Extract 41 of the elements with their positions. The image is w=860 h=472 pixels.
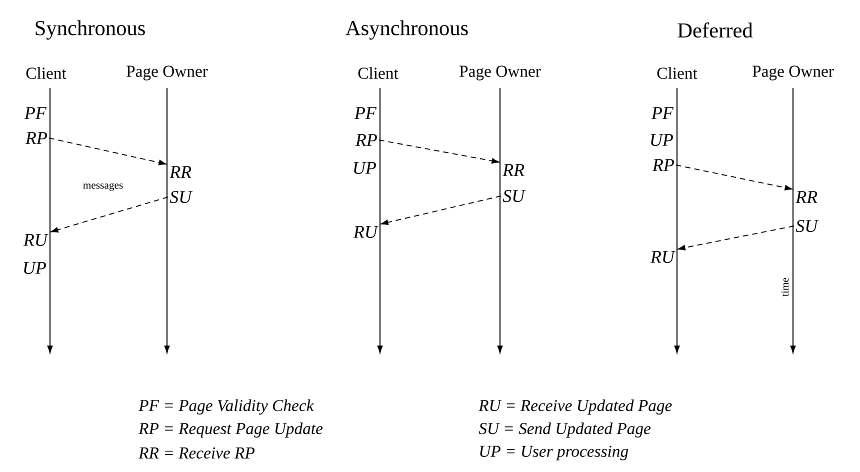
event-label: UP xyxy=(24,262,46,274)
legend-entry: RR = Receive RP xyxy=(138,447,254,459)
panel-title: Synchronous xyxy=(36,20,145,40)
legend-entry: RU = Receive Updated Page xyxy=(478,399,672,415)
event-label: RU xyxy=(353,226,378,238)
dashed-arrow xyxy=(48,138,166,166)
lifeline-label: Page Owner xyxy=(126,66,208,80)
event-label: UP xyxy=(651,134,673,146)
dashed-arrow xyxy=(678,226,794,250)
event-label: RR xyxy=(502,164,524,176)
dashed-arrow xyxy=(676,164,792,190)
event-label: RR xyxy=(170,166,192,178)
event-label: UP xyxy=(354,162,376,174)
lifeline-label: Client xyxy=(358,67,398,79)
legend-entry: RP = Request Page Update xyxy=(138,422,323,438)
panel-title: Asynchronous xyxy=(346,20,468,40)
event-label: RP xyxy=(355,134,377,146)
dashed-arrow xyxy=(380,196,502,226)
event-label: PF xyxy=(651,107,674,119)
legend-entry: PF = Page Validity Check xyxy=(138,399,314,415)
event-label: PF xyxy=(354,107,377,119)
lifeline-label: Page Owner xyxy=(752,66,834,80)
event-label: RP xyxy=(25,132,47,144)
event-label: PF xyxy=(24,107,47,119)
time-label: time xyxy=(781,278,789,296)
lifeline-label: Page Owner xyxy=(460,66,541,80)
event-label: RP xyxy=(652,159,674,171)
lifeline-label: Client xyxy=(657,67,698,79)
event-label: RR xyxy=(796,191,818,203)
event-label: SU xyxy=(170,190,193,204)
annotation: messages xyxy=(83,183,123,191)
event-label: RU xyxy=(650,251,676,263)
event-label: SU xyxy=(502,190,526,202)
panel-title: Deferred xyxy=(678,22,753,38)
legend-entry: UP = User processing xyxy=(480,446,628,460)
dashed-arrow xyxy=(50,196,168,233)
event-label: SU xyxy=(796,220,819,232)
legend-entry: SU = Send Updated Page xyxy=(478,422,651,438)
dashed-arrow xyxy=(378,140,500,164)
lifeline-label: Client xyxy=(26,67,66,79)
event-label: RU xyxy=(23,234,48,246)
